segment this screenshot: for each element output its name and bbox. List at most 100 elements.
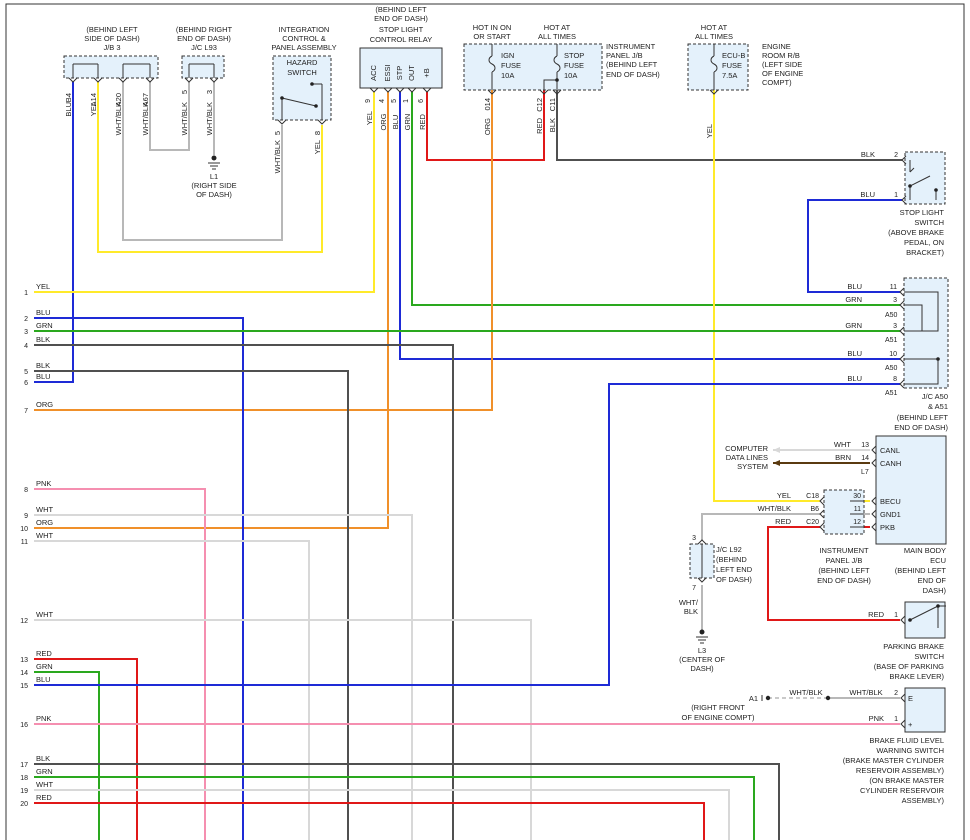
stop-fuse-2: FUSE	[564, 61, 584, 70]
line-number-18: 18	[20, 775, 28, 782]
wire-line15-blu	[34, 383, 900, 686]
ecub-hot-1: HOT AT	[701, 23, 728, 32]
mainbody-pin-14: 14	[861, 455, 869, 462]
jb3-title-3: J/B 3	[103, 43, 120, 52]
ground-l1-label-1: L1	[210, 172, 218, 181]
wire-line11-wht	[34, 540, 310, 840]
wire-jb3-b4-blu	[34, 82, 74, 383]
wire-relay-essi-org	[34, 92, 389, 529]
mainbody-label-3: (BEHIND LEFT	[895, 566, 947, 575]
ipjb2-pin-b6: B6	[810, 506, 819, 513]
ipjb2-pin-30: 30	[853, 493, 861, 500]
mainbody-wire-yel: YEL	[777, 491, 791, 500]
wire-relay-b-red	[426, 90, 545, 161]
line-wire-label-8: PNK	[36, 479, 51, 488]
parking-brake-switch: 1 PARKING BRAKE SWITCH (BASE OF PARKING …	[874, 601, 946, 681]
line-number-12: 12	[20, 618, 28, 625]
jca50-wire-5: BLU	[847, 374, 862, 383]
wire-line4-blk	[34, 344, 454, 840]
jcl92-label-3: LEFT END	[716, 565, 753, 574]
ipjb-hot2-2: ALL TIMES	[538, 32, 576, 41]
jcl92-label-2: (BEHIND	[716, 555, 747, 564]
line-number-4: 4	[24, 343, 28, 350]
line-number-20: 20	[20, 801, 28, 808]
fluid-pin-1: 1	[894, 716, 898, 723]
line-number-7: 7	[24, 408, 28, 415]
jca50-wire-2: GRN	[845, 295, 862, 304]
line-wire-label-18: GRN	[36, 767, 53, 776]
ipjb-wire-org: ORG	[483, 118, 492, 135]
wire-line14-grn	[34, 671, 100, 840]
ipjb-pin-c11: C11	[548, 98, 557, 111]
jca50-wire-1: BLU	[847, 282, 862, 291]
jcl92-connector: 3 7 J/C L92 (BEHIND LEFT END OF DASH)	[689, 535, 753, 592]
stopsw-pin-1: 1	[894, 192, 898, 199]
fluid-splice-icon	[825, 695, 831, 701]
ipjb-title-3: (BEHIND LEFT	[606, 60, 658, 69]
wire-pkb-red	[767, 526, 900, 621]
ipjb-hot1-1: HOT IN ON	[473, 23, 512, 32]
jca50-pin-3a: 3	[893, 297, 897, 304]
relay-title-3: STOP LIGHT	[379, 25, 424, 34]
ecub-hot-2: ALL TIMES	[695, 32, 733, 41]
jb3-pin-b4: B4	[64, 93, 73, 102]
ecub-fuse-3: 7.5A	[722, 71, 737, 80]
jb3-connector: (BEHIND LEFT SIDE OF DASH) J/B 3	[63, 25, 159, 83]
fluid-wire-whtblk-1: WHT/BLK	[789, 688, 822, 697]
computer-label-1: COMPUTER	[725, 444, 769, 453]
integration-panel: INTEGRATION CONTROL & PANEL ASSEMBLY HAZ…	[271, 25, 337, 125]
ipjb-pin-014: 014	[483, 98, 492, 111]
wire-line18-grn	[34, 776, 755, 840]
wire-relay-acc-yel	[34, 92, 375, 293]
wire-jb3-a20-whtblk	[122, 82, 283, 241]
jcl92-pin-3: 3	[692, 535, 696, 542]
computer-label-2: DATA LINES	[726, 453, 768, 462]
mainbody-wire-wht: WHT	[834, 440, 851, 449]
fluid-label-2: WARNING SWITCH	[876, 746, 944, 755]
line-number-13: 13	[20, 657, 28, 664]
wire-line5-blk	[34, 370, 349, 840]
ign-fuse-icon	[488, 44, 496, 90]
ecub-fuse-2: FUSE	[722, 61, 742, 70]
mainbody-term-canl: CANL	[880, 446, 900, 455]
ipjb-hot2-1: HOT AT	[544, 23, 571, 32]
line-number-2: 2	[24, 316, 28, 323]
hazard-wire-yel: YEL	[313, 140, 322, 154]
relay-title-2: END OF DASH)	[374, 14, 428, 23]
relay-term-out: OUT	[407, 65, 416, 81]
stopsw-label-4: PEDAL, ON	[904, 238, 944, 247]
relay-pin-9: 9	[365, 99, 372, 103]
line-wire-label-9: WHT	[36, 505, 53, 514]
relay-title-4: CONTROL RELAY	[370, 35, 433, 44]
fluid-a1-label-2: OF ENGINE COMPT)	[682, 713, 755, 722]
canl-arrow-icon	[773, 447, 780, 453]
computer-data-lines: COMPUTER DATA LINES SYSTEM	[725, 444, 780, 471]
wire-relay-out-grn	[411, 92, 900, 306]
line-number-9: 9	[24, 513, 28, 520]
ground-l1-label-2: (RIGHT SIDE	[191, 181, 236, 190]
ecub-title-1: ENGINE	[762, 42, 791, 51]
fluid-label-7: ASSEMBLY)	[902, 796, 945, 805]
jcl92-label-4: OF DASH)	[716, 575, 752, 584]
wire-line19-wht	[34, 789, 730, 840]
line-number-19: 19	[20, 788, 28, 795]
relay-pin-4: 4	[379, 99, 386, 103]
line-number-11: 11	[21, 539, 28, 546]
ipjb-title-1: INSTRUMENT	[606, 42, 656, 51]
stopsw-wire-blu: BLU	[860, 190, 875, 199]
relay-term-essi: ESSI	[383, 64, 392, 81]
line-wire-label-16: PNK	[36, 714, 51, 723]
mainbody-label-1: MAIN BODY	[904, 546, 946, 555]
fluid-label-5: (ON BRAKE MASTER	[869, 776, 944, 785]
jcl93-pin-3: 3	[205, 90, 214, 94]
wire-jb3-a67-whtblk	[149, 82, 190, 151]
line-wire-label-13: RED	[36, 649, 52, 658]
ecub-title-5: COMPT)	[762, 78, 792, 87]
line-number-14: 14	[20, 670, 28, 677]
integration-title-2: CONTROL &	[282, 34, 325, 43]
jb3-pin-a14: A14	[89, 93, 98, 106]
jcl93-wire-1: WHT/BLK	[180, 102, 189, 135]
jca50-wire-3: GRN	[845, 321, 862, 330]
jca50-connector: J/C A50 & A51 (BEHIND LEFT END OF DASH)	[894, 277, 949, 432]
mainbody-wire-red: RED	[775, 517, 791, 526]
